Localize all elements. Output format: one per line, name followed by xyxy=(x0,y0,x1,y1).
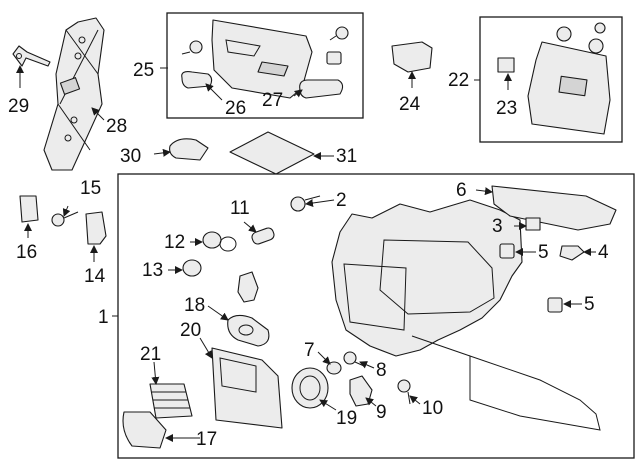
callout-20: 20 xyxy=(180,320,201,341)
callout-31: 31 xyxy=(336,146,357,167)
callout-14: 14 xyxy=(84,266,106,287)
quarter-trim-upper-part-25 xyxy=(211,19,313,99)
callout-labels: 29 28 25 26 27 24 22 23 30 31 15 16 14 1… xyxy=(8,60,609,450)
bolt-part-2 xyxy=(290,195,321,212)
callout-19: 19 xyxy=(336,408,357,429)
callout-5-lower: 5 xyxy=(584,294,595,315)
screw-part-10 xyxy=(397,379,411,405)
callout-6: 6 xyxy=(456,180,467,201)
panel-part-20 xyxy=(211,347,283,429)
callout-15: 15 xyxy=(80,178,101,199)
callout-11: 11 xyxy=(230,198,250,219)
leader-lines xyxy=(16,65,596,442)
clip-part-25c xyxy=(326,51,342,65)
cover-part-14 xyxy=(85,211,107,245)
grommet-part-7 xyxy=(326,361,342,375)
upper-trim-part-6 xyxy=(491,185,617,231)
callout-28: 28 xyxy=(106,116,127,137)
callout-24: 24 xyxy=(399,94,421,115)
bezel-part-18 xyxy=(227,314,270,347)
callout-18: 18 xyxy=(184,295,205,316)
bracket-part-16 xyxy=(19,195,39,223)
clip-part-5a xyxy=(499,243,515,259)
clip-part-5b xyxy=(547,297,563,313)
callout-9: 9 xyxy=(376,402,387,423)
callout-13: 13 xyxy=(142,260,163,281)
screw-part-8 xyxy=(343,351,365,367)
bracket-part-30 xyxy=(169,138,209,161)
bracket-part-9 xyxy=(349,375,373,407)
mat-part-31 xyxy=(229,131,315,175)
clip-part-3 xyxy=(525,217,541,231)
callout-8: 8 xyxy=(376,360,387,381)
plug-part-13 xyxy=(182,259,202,277)
callout-17: 17 xyxy=(196,429,217,450)
label-part-23 xyxy=(497,57,515,73)
callout-12: 12 xyxy=(164,232,185,253)
cover-part-17 xyxy=(122,411,167,449)
callout-2: 2 xyxy=(336,190,347,211)
grille-part-21 xyxy=(149,383,193,419)
callout-27: 27 xyxy=(262,90,283,111)
clip-part-4 xyxy=(559,245,585,261)
screws-part-22 xyxy=(556,22,606,54)
bracket-part-18a xyxy=(237,271,259,303)
callout-29: 29 xyxy=(8,96,29,117)
side-panel-part-22 xyxy=(527,41,611,135)
callout-16: 16 xyxy=(16,242,37,263)
ring-part-19 xyxy=(291,367,329,409)
callout-1: 1 xyxy=(98,307,109,328)
quarter-trim-panel-part-1 xyxy=(331,199,601,431)
jack-key-part-29 xyxy=(12,45,51,67)
group-box-25-27 xyxy=(166,12,364,119)
screw-part-15 xyxy=(51,211,79,227)
callout-10: 10 xyxy=(422,398,443,419)
screw-part-25a xyxy=(181,40,203,55)
lamp-part-26 xyxy=(181,71,213,89)
jack-assembly-part-28 xyxy=(43,17,105,171)
callout-26: 26 xyxy=(225,98,246,119)
callout-21: 21 xyxy=(140,344,161,365)
bezel-part-27 xyxy=(299,79,344,99)
plug-part-12 xyxy=(202,231,237,252)
callout-7: 7 xyxy=(304,340,315,361)
callout-4: 4 xyxy=(598,242,609,263)
callout-25: 25 xyxy=(133,60,154,81)
pin-part-11 xyxy=(251,227,275,245)
pad-part-24 xyxy=(391,41,433,73)
callout-5-upper: 5 xyxy=(538,242,549,263)
callout-3: 3 xyxy=(492,216,503,237)
callout-22: 22 xyxy=(448,70,469,91)
callout-30: 30 xyxy=(120,146,141,167)
screw-part-25b xyxy=(329,26,349,41)
callout-23: 23 xyxy=(496,98,517,119)
